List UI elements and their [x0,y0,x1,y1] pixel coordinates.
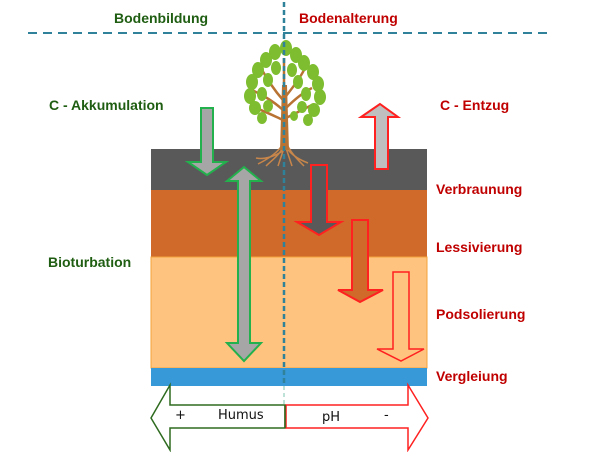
podsolierung-arrow [376,271,425,362]
ph-minus-sign: - [384,408,389,423]
humus-arrow-left [150,382,286,452]
c-removal-arrow [357,102,402,170]
ph-label: pH [322,410,341,425]
ph-arrow-right [285,382,429,452]
label-podsolierung: Podsolierung [436,306,526,322]
gley-layer [151,368,427,386]
humus-label: Humus [218,408,264,423]
label-bioturbation: Bioturbation [48,254,132,270]
lessivierung-arrow [337,219,384,304]
label-c-akkumulation: C - Akkumulation [49,97,164,113]
title-bodenbildung: Bodenbildung [114,10,209,26]
title-bodenalterung: Bodenalterung [299,10,398,26]
label-c-entzug: C - Entzug [440,97,510,113]
c-accumulation-arrow [184,107,230,177]
label-vergleiung: Vergleiung [436,368,508,384]
verbraunung-arrow [293,164,345,237]
humus-plus-sign: + [175,408,186,423]
label-verbraunung: Verbraunung [436,181,523,197]
bioturbation-arrow [224,165,264,363]
label-lessivierung: Lessivierung [436,239,523,255]
tree-icon [244,40,326,167]
verbraunung-layer [151,190,427,257]
